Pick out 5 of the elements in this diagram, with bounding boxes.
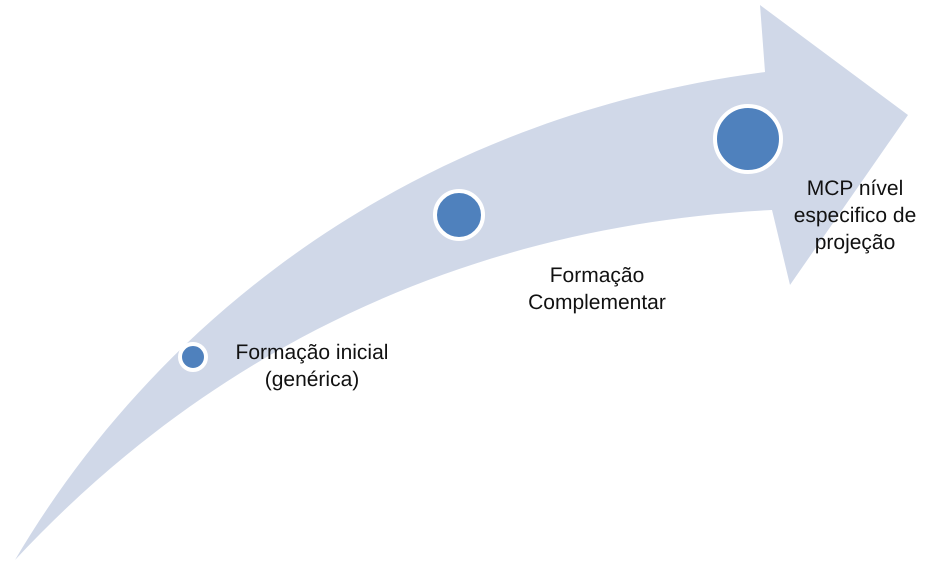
- milestone-dot: [713, 104, 783, 174]
- milestone-label: Formação inicial (genérica): [234, 340, 390, 393]
- milestone-dot: [178, 342, 208, 372]
- milestone-label: Formação Complementar: [527, 263, 667, 316]
- milestone-label: MCP nível especifico de projeção: [792, 176, 918, 256]
